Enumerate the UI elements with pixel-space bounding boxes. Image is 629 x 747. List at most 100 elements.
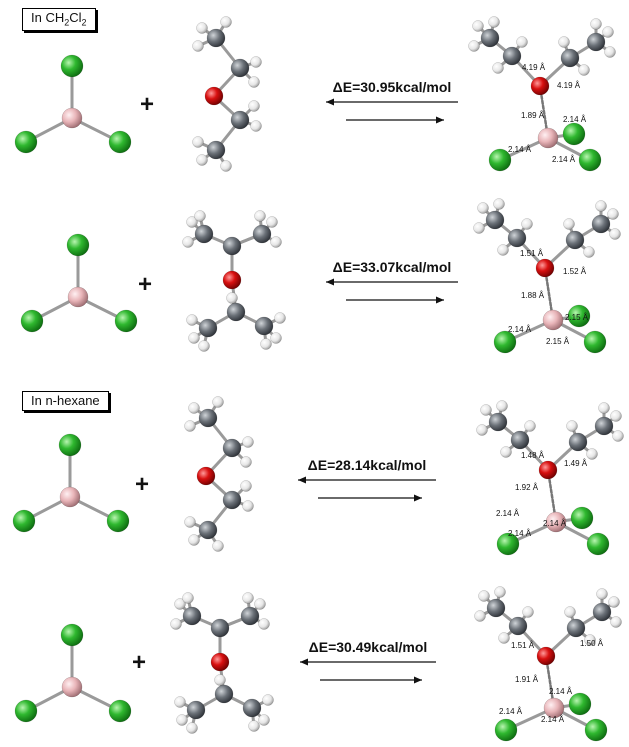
chlorine-atom bbox=[20, 309, 44, 333]
distance-label: 1.91 Å bbox=[515, 675, 539, 684]
carbon-atom bbox=[254, 316, 274, 336]
bond-layer bbox=[22, 20, 620, 732]
hydrogen-atom bbox=[500, 446, 512, 458]
carbon-atom bbox=[214, 684, 234, 704]
hydrogen-atom bbox=[516, 36, 528, 48]
boron-atom bbox=[537, 127, 559, 149]
hydrogen-atom bbox=[258, 618, 270, 630]
hydrogen-atom bbox=[474, 610, 486, 622]
hydrogen-atom bbox=[226, 292, 238, 304]
distance-label: 2.14 Å bbox=[543, 519, 567, 528]
hydrogen-atom bbox=[586, 448, 598, 460]
hydrogen-atom bbox=[608, 596, 620, 608]
hydrogen-atom bbox=[262, 694, 274, 706]
carbon-atom bbox=[568, 432, 588, 452]
hydrogen-atom bbox=[566, 420, 578, 432]
oxygen-atom bbox=[530, 76, 550, 96]
hydrogen-atom bbox=[473, 222, 485, 234]
chlorine-atom bbox=[66, 233, 90, 257]
distance-label: 1.51 Å bbox=[511, 641, 535, 650]
oxygen-atom bbox=[210, 652, 230, 672]
hydrogen-atom bbox=[498, 632, 510, 644]
chlorine-atom bbox=[60, 54, 84, 78]
carbon-atom bbox=[240, 606, 260, 626]
chlorine-atom bbox=[108, 130, 132, 154]
hydrogen-atom bbox=[598, 402, 610, 414]
hydrogen-atom bbox=[186, 216, 198, 228]
hydrogen-atom bbox=[583, 246, 595, 258]
hydrogen-atom bbox=[240, 456, 252, 468]
hydrogen-atom bbox=[196, 22, 208, 34]
arrow-head bbox=[326, 278, 334, 286]
hydrogen-atom bbox=[254, 598, 266, 610]
hydrogen-atom bbox=[497, 244, 509, 256]
hydrogen-atom bbox=[212, 540, 224, 552]
carbon-atom bbox=[591, 214, 611, 234]
hydrogen-atom bbox=[274, 312, 286, 324]
hydrogen-atom bbox=[184, 516, 196, 528]
plus-sign: + bbox=[140, 91, 154, 118]
distance-label: 4.19 Å bbox=[557, 81, 581, 90]
hydrogen-atom bbox=[248, 720, 260, 732]
carbon-atom bbox=[480, 28, 500, 48]
distance-label: 4.19 Å bbox=[522, 63, 546, 72]
oxygen-atom bbox=[535, 258, 555, 278]
carbon-atom bbox=[560, 48, 580, 68]
hydrogen-atom bbox=[564, 606, 576, 618]
chlorine-atom bbox=[578, 148, 602, 172]
hydrogen-atom bbox=[242, 436, 254, 448]
hydrogen-atom bbox=[609, 228, 621, 240]
arrow-layer bbox=[298, 98, 458, 684]
distance-label: 2.14 Å bbox=[499, 707, 523, 716]
chlorine-atom bbox=[493, 330, 517, 354]
hydrogen-atom bbox=[184, 420, 196, 432]
hydrogen-atom bbox=[602, 26, 614, 38]
carbon-atom bbox=[198, 520, 218, 540]
hydrogen-atom bbox=[612, 430, 624, 442]
hydrogen-atom bbox=[182, 592, 194, 604]
chlorine-atom bbox=[584, 718, 608, 742]
carbon-atom bbox=[186, 700, 206, 720]
distance-label: 2.14 Å bbox=[563, 115, 587, 124]
hydrogen-atom bbox=[188, 332, 200, 344]
distance-label: 2.14 Å bbox=[508, 529, 532, 538]
hydrogen-atom bbox=[214, 674, 226, 686]
hydrogen-atom bbox=[610, 616, 622, 628]
hydrogen-atom bbox=[248, 76, 260, 88]
chlorine-atom bbox=[583, 330, 607, 354]
hydrogen-atom bbox=[188, 402, 200, 414]
hydrogen-atom bbox=[480, 404, 492, 416]
arrow-head bbox=[326, 98, 334, 106]
hydrogen-atom bbox=[270, 236, 282, 248]
carbon-atom bbox=[508, 616, 528, 636]
hydrogen-atom bbox=[248, 100, 260, 112]
chlorine-atom bbox=[114, 309, 138, 333]
chlorine-atom bbox=[60, 623, 84, 647]
carbon-atom bbox=[222, 490, 242, 510]
boron-atom bbox=[67, 286, 89, 308]
hydrogen-atom bbox=[192, 40, 204, 52]
hydrogen-atom bbox=[595, 200, 607, 212]
hydrogen-atom bbox=[250, 56, 262, 68]
carbon-atom bbox=[566, 618, 586, 638]
hydrogen-atom bbox=[182, 236, 194, 248]
carbon-atom bbox=[198, 318, 218, 338]
distance-label: 2.14 Å bbox=[552, 155, 576, 164]
solvent-label-hexane: In n-hexane bbox=[22, 391, 109, 411]
chlorine-atom bbox=[496, 532, 520, 556]
hydrogen-atom bbox=[186, 314, 198, 326]
carbon-atom bbox=[222, 438, 242, 458]
distance-label: 2.15 Å bbox=[546, 337, 570, 346]
oxygen-atom bbox=[196, 466, 216, 486]
chlorine-atom bbox=[568, 692, 592, 716]
chlorine-atom bbox=[567, 304, 591, 328]
hydrogen-atom bbox=[521, 218, 533, 230]
hydrogen-atom bbox=[476, 424, 488, 436]
distance-label: 1.92 Å bbox=[515, 483, 539, 492]
hydrogen-atom bbox=[496, 400, 508, 412]
hydrogen-atom bbox=[174, 696, 186, 708]
boron-atom bbox=[59, 486, 81, 508]
arrow-head bbox=[436, 116, 444, 124]
oxygen-atom bbox=[538, 460, 558, 480]
arrow-head bbox=[300, 658, 308, 666]
